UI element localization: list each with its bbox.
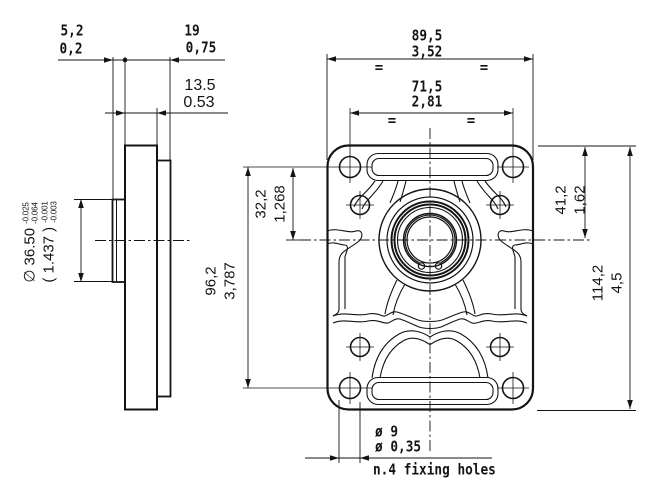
dim-fixing-hole-dia-mm: ø 9	[375, 422, 399, 441]
tolerance-upper: -0.025	[21, 202, 31, 224]
dim-total-depth-in: 0,75	[185, 38, 217, 57]
side-view-arrowheads	[78, 57, 179, 282]
equal-spacing-mark: =	[374, 60, 384, 76]
equal-spacing-mark: =	[466, 113, 476, 129]
dim-body-depth-in: 0.53	[183, 94, 215, 111]
dim-bolt-span-v-mm: 96,2	[202, 266, 220, 296]
dim-overall-height: 114,2 4,5	[589, 265, 627, 301]
dim-center-to-bolt-v: 32,2 1,268	[252, 185, 290, 223]
pilot-diameter-in-tolerance: -0.001 -0.003	[40, 201, 58, 222]
equal-spacing-mark: =	[387, 113, 397, 129]
dim-bolt-span-h-in: 2,81	[411, 92, 443, 111]
front-view-dimensions	[247, 54, 636, 463]
dim-bolt-span-v: 96,2 3,787	[202, 262, 240, 300]
dim-top-to-center-mm: 41,2	[552, 185, 570, 215]
pilot-diameter-mm: ∅ 36.50	[21, 227, 39, 283]
dim-bolt-span-v-in: 3,787	[221, 262, 238, 300]
front-view-hole-crosshairs	[243, 108, 529, 404]
tolerance-upper: -0.001	[40, 201, 50, 223]
dim-overall-height-in: 4,5	[608, 272, 625, 294]
dim-total-depth-mm: 19	[184, 21, 200, 40]
side-view-dimensions	[58, 57, 228, 282]
dim-pilot-width-in: 0,2	[59, 39, 83, 58]
pilot-diameter-mm-tolerance: -0.025 -0.064	[21, 202, 39, 223]
dim-center-to-bolt-v-mm: 32,2	[252, 189, 270, 219]
pilot-diameter-in: ( 1.437 )	[40, 226, 57, 283]
dim-overall-width-mm: 89,5	[411, 26, 443, 45]
dim-overall-height-mm: 114,2	[589, 264, 607, 302]
tolerance-lower: -0.003	[49, 201, 59, 223]
dim-top-to-center-in: 1,62	[571, 185, 588, 215]
equal-spacing-mark: =	[479, 60, 489, 76]
dim-pilot-diameter: ∅ 36.50 -0.025 -0.064 ( 1.437 ) -0.001 -…	[21, 201, 59, 282]
dim-body-depth-mm: 13.5	[184, 77, 216, 94]
dim-top-to-center: 41,2 1,62	[552, 185, 590, 214]
tolerance-lower: -0.064	[30, 202, 40, 224]
dim-pilot-width-mm: 5,2	[60, 21, 84, 40]
dim-overall-width-in: 3,52	[411, 42, 443, 61]
dim-fixing-hole-dia-in: ø 0,35	[375, 437, 422, 456]
dim-center-to-bolt-v-in: 1,268	[271, 185, 288, 223]
side-view-outline	[111, 144, 172, 411]
front-view-centerlines	[300, 128, 592, 452]
fixing-holes-note: n.4 fixing holes	[373, 460, 496, 479]
dim-bolt-span-h-mm: 71,5	[411, 77, 443, 96]
front-view-arrowheads	[245, 56, 633, 461]
